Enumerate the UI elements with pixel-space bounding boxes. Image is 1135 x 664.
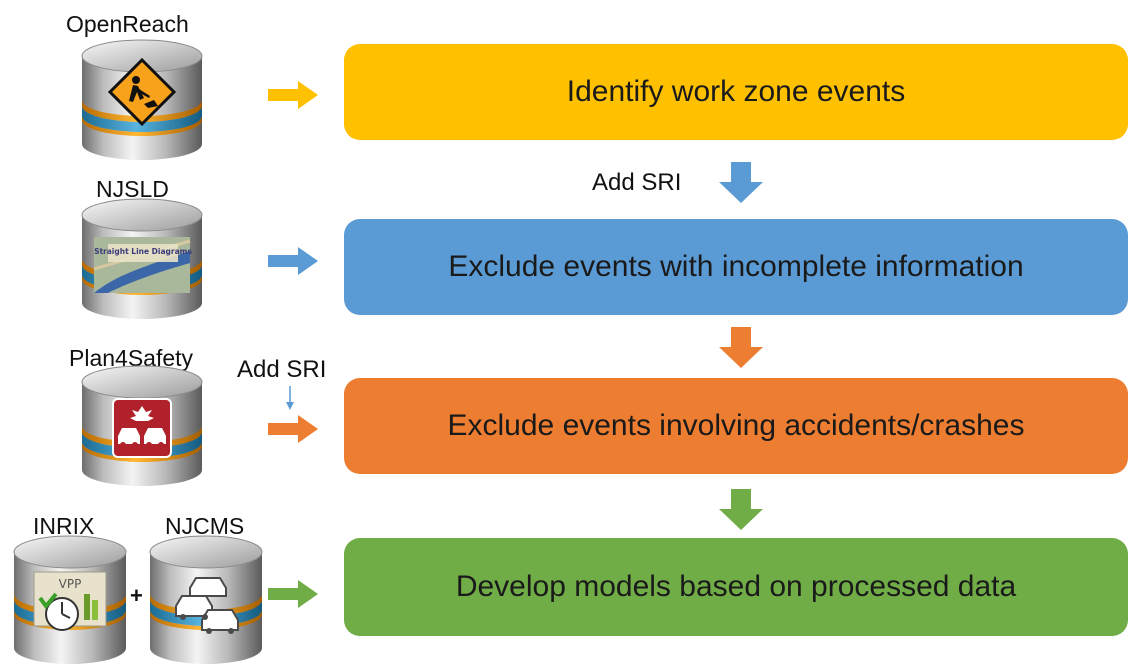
vpp-text: VPP <box>59 577 82 591</box>
arrow-right-icon-orange <box>268 415 318 443</box>
source-label-inrix: INRIX <box>33 513 95 539</box>
openreach-database-icon <box>78 39 206 164</box>
inrix-database-icon: VPP <box>10 535 130 664</box>
plus-sign: + <box>130 583 143 608</box>
arrow-down-icon-green <box>719 489 763 530</box>
arrow-right-icon-yellow <box>268 81 318 109</box>
step-develop-models: Develop models based on processed data <box>344 538 1128 636</box>
traffic-cars-icon <box>175 577 239 634</box>
step-label: Develop models based on processed data <box>455 570 1017 603</box>
arrow-right-icon-green <box>268 580 318 608</box>
arrow-down-icon-orange <box>719 327 763 368</box>
straight-line-diagram-map-icon: Straight Line Diagrams <box>93 237 192 293</box>
source-label-njsld: NJSLD <box>96 176 169 202</box>
source-label-openreach: OpenReach <box>66 11 189 37</box>
njcms-database-icon <box>146 535 266 664</box>
vpp-speed-gauge-icon: VPP <box>33 571 107 631</box>
arrow-right-icon-blue <box>268 247 318 275</box>
step-label: Identify work zone events <box>566 75 906 108</box>
add-sri-note-plan4safety: Add SRI <box>237 356 327 383</box>
straight-line-diagrams-text: Straight Line Diagrams <box>94 247 192 256</box>
njsld-database-icon: Straight Line Diagrams <box>78 198 206 323</box>
step-exclude-incomplete-information: Exclude events with incomplete informati… <box>344 219 1128 315</box>
arrow-down-icon-blue <box>719 162 763 203</box>
step-identify-work-zone-events: Identify work zone events <box>344 44 1128 140</box>
step-exclude-accidents-crashes: Exclude events involving accidents/crash… <box>344 378 1128 474</box>
car-crash-icon <box>112 398 172 458</box>
add-sri-note-steps: Add SRI <box>592 169 682 196</box>
step-label: Exclude events involving accidents/crash… <box>447 409 1025 442</box>
source-label-njcms: NJCMS <box>165 513 245 539</box>
plan4safety-database-icon <box>78 365 206 490</box>
step-label: Exclude events with incomplete informati… <box>448 250 1024 283</box>
arrow-down-small-icon <box>286 386 294 410</box>
road-work-sign-icon <box>107 57 177 127</box>
